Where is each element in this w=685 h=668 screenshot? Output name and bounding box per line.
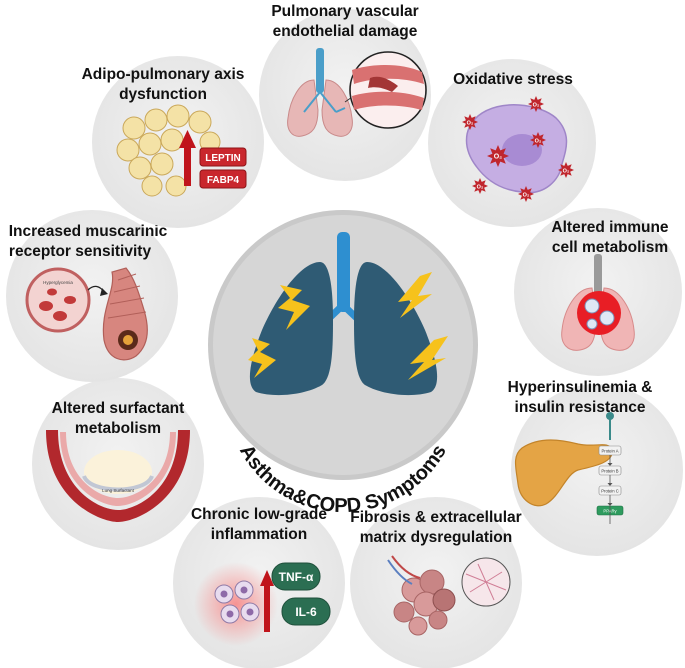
node-circle [511, 384, 683, 556]
adipo-label-line2: dysfunction [119, 86, 207, 103]
marker-label: LEPTIN [205, 153, 241, 164]
muscarinic-label-line1: Increased muscarinic [9, 223, 168, 240]
marker-pill [271, 562, 321, 591]
inflammation-markers: TNF-αIL-6 [271, 562, 331, 626]
o2-burst-group: O₂ O₂ O₂ O₂ O₂ O₂ O₂ [462, 96, 574, 202]
immune-label-line2: cell metabolism [552, 239, 668, 256]
node-inflammation: TNF-αIL-6 Chronic low-grade inflammation [173, 497, 345, 668]
vascular-label-line2: endothelial damage [273, 23, 418, 40]
pathway-step-label: Protein A [602, 448, 619, 453]
o2-burst-icon [518, 186, 534, 202]
o2-burst-icon [472, 178, 488, 194]
surfactant-layer-icon [82, 474, 154, 492]
pancreas-icon [514, 439, 613, 507]
o2-label: O₂ [563, 169, 570, 175]
fibrosis-label-line2: matrix dysregulation [360, 529, 512, 546]
marker-label: TNF-α [279, 570, 314, 584]
o2-burst-icon [462, 114, 478, 130]
fibrosis-label-line1: Fibrosis & extracellular [350, 509, 521, 526]
pathway-step-label: Protein B [601, 468, 618, 473]
marker-box [199, 169, 247, 189]
adipo-label-line1: Adipo-pulmonary axis [82, 66, 245, 83]
surfactant-small-label: Lung Surfactant [102, 488, 135, 493]
marker-box [199, 147, 247, 167]
o2-label: O₂ [533, 103, 540, 109]
inflammation-label-line2: inflammation [211, 526, 307, 543]
muscarinic-label-line2: receptor sensitivity [9, 243, 152, 260]
center-circle [213, 215, 473, 475]
node-oxidative: O₂ O₂ O₂ O₂ O₂ O₂ O₂ Oxidative stress [428, 59, 596, 227]
immune-cells-icon [214, 580, 260, 624]
trachea-icon [337, 232, 350, 312]
up-arrow-icon [179, 130, 196, 186]
o2-label: O₂ [494, 154, 503, 161]
alveolus-icon [84, 450, 152, 494]
o2-burst-icon [487, 145, 509, 167]
node-vascular: Pulmonary vascular endothelial damage [259, 3, 431, 181]
node-adipo: LEPTIN FABP4 Adipo-pulmonary axis dysfunc… [82, 56, 264, 228]
marker-pill [281, 597, 331, 626]
o2-label: O₂ [523, 193, 530, 199]
immune-label-line1: Altered immune [551, 219, 669, 236]
node-insulin: Protein A Protein B Protein C PPARγ Hyperin… [508, 379, 683, 556]
airway-wall-icon [46, 430, 190, 522]
o2-label: O₂ [535, 139, 542, 145]
up-arrow-icon [260, 570, 274, 632]
oxidative-label: Oxidative stress [453, 71, 573, 88]
o2-label: O₂ [467, 121, 474, 127]
pathway-steps: Protein A Protein B Protein C PPARγ [596, 445, 624, 524]
vascular-label-line1: Pulmonary vascular [271, 3, 418, 20]
node-immune: Altered immune cell metabolism [514, 208, 682, 376]
surfactant-label-line1: Altered surfactant [52, 400, 185, 417]
pathway-step-label: Protein C [601, 488, 618, 493]
marker-label: FABP4 [207, 175, 240, 186]
node-muscarinic: Hyperglycemia Increased muscarinic recep… [6, 210, 178, 382]
trachea-icon [594, 254, 602, 294]
lightning-bolts [248, 272, 448, 380]
inflammation-label-line1: Chronic low-grade [191, 506, 327, 523]
bolt-icon [408, 336, 448, 380]
trachea-icon [316, 48, 324, 93]
pathway-step-label: PPARγ [603, 508, 617, 513]
marker-label: IL-6 [295, 605, 317, 619]
insulin-label-line2: insulin resistance [515, 399, 646, 416]
blood-vessel-icon [25, 267, 91, 333]
surfactant-label-line2: metabolism [75, 420, 161, 437]
node-surfactant: Lung Surfactant Altered surfactant metab… [32, 378, 204, 550]
alveoli-icon [387, 555, 456, 636]
inflammation-glow [194, 562, 278, 646]
bolt-icon [278, 285, 310, 330]
center-hub: Asthma&COPD Symptoms [208, 210, 478, 517]
immune-cell-cluster-icon [577, 291, 621, 335]
bolt-icon [248, 338, 276, 378]
bolt-icon [398, 272, 432, 318]
muscarinic-small-label: Hyperglycemia [43, 280, 73, 285]
o2-burst-icon [530, 132, 546, 148]
adipo-markers: LEPTIN FABP4 [199, 147, 247, 189]
o2-label: O₂ [477, 185, 484, 191]
insulin-label-line1: Hyperinsulinemia & [508, 379, 653, 396]
o2-burst-icon [558, 162, 574, 178]
lung-icon [287, 79, 319, 137]
node-fibrosis: Fibrosis & extracellular matrix dysregul… [350, 497, 522, 668]
o2-burst-icon [528, 96, 544, 112]
